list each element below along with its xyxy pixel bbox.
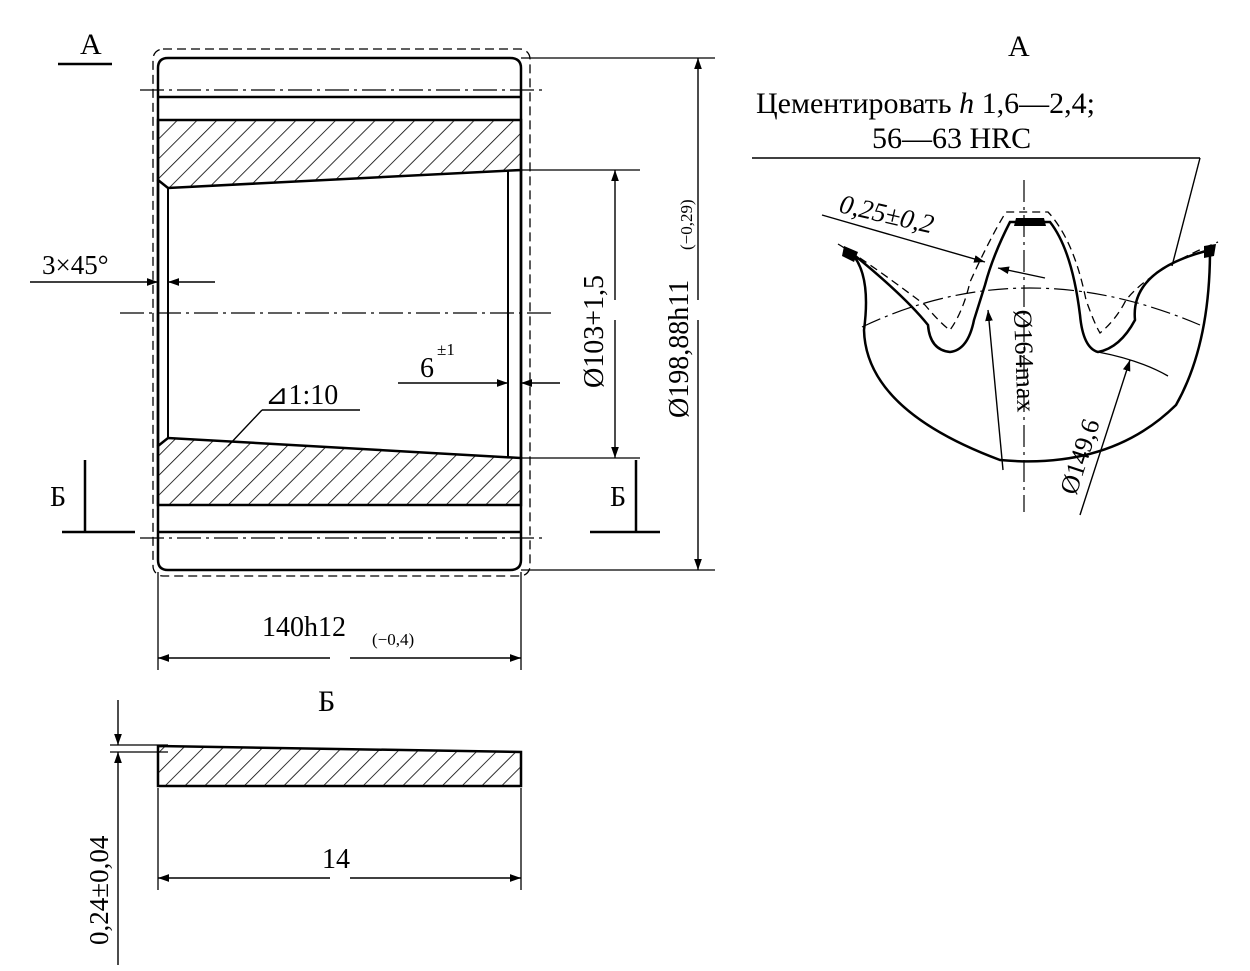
groove-dim-label: 6 — [420, 353, 434, 384]
taper-label: ⊿1:10 — [265, 380, 338, 411]
case-thickness-arrow-right — [997, 266, 1046, 279]
case-depth-dashed-line — [837, 211, 1219, 334]
section-b-hatched-profile — [156, 744, 523, 788]
bore-dia-label: Ø103+1,5 — [579, 275, 610, 388]
view-label-a: А — [80, 28, 102, 61]
left-tooth-tip — [842, 246, 858, 262]
detail-a-title: А — [1008, 30, 1030, 63]
section-label-left: Б — [50, 482, 66, 513]
dia-root-leader — [1079, 359, 1131, 516]
dia-max-leader — [985, 309, 1004, 471]
outer-dia-label: Ø198,88h11 — [664, 280, 695, 418]
outer-dia-tolerance: (−0,29) — [677, 199, 696, 250]
detail-a-view: А Цементировать h 1,6—2,4; 56—63 HRC 0,2… — [752, 30, 1219, 516]
right-tooth-tip — [1204, 244, 1216, 258]
gear-segment-profile — [847, 220, 1212, 463]
groove-dim-tolerance: ±1 — [437, 340, 455, 359]
section-b-title: Б — [318, 685, 335, 718]
tooth-tip-flat — [1014, 218, 1046, 226]
section-b-height-label: 0,24±0,04 — [84, 835, 114, 945]
main-view: А 3×45° 6 ±1 ⊿1:10 — [30, 28, 715, 670]
dia-max-label: Ø164max — [1008, 309, 1041, 412]
note-leader — [1171, 157, 1201, 267]
section-b-view: Б 0,24±0,04 14 — [84, 685, 523, 965]
pitch-circle-arc — [861, 287, 1201, 328]
length-tolerance: (−0,4) — [372, 630, 414, 649]
length-label: 140h12 — [262, 612, 346, 643]
case-thickness-leader — [821, 214, 986, 263]
taper-leader — [227, 409, 263, 447]
carburize-note-line2: 56—63 HRC — [872, 122, 1031, 155]
dia-root-label: Ø149,6 — [1054, 415, 1105, 497]
carburize-note-line1: Цементировать h 1,6—2,4; — [756, 87, 1095, 120]
hatched-section-bottom — [156, 436, 523, 507]
chamfer-dim-label: 3×45° — [42, 250, 109, 280]
section-b-width-label: 14 — [322, 844, 350, 875]
root-circle-arc — [1097, 351, 1169, 377]
hatched-section-top — [156, 118, 523, 190]
section-label-right: Б — [610, 482, 626, 513]
part-outline — [156, 56, 523, 572]
case-thickness-label: 0,25±0,2 — [837, 189, 937, 240]
